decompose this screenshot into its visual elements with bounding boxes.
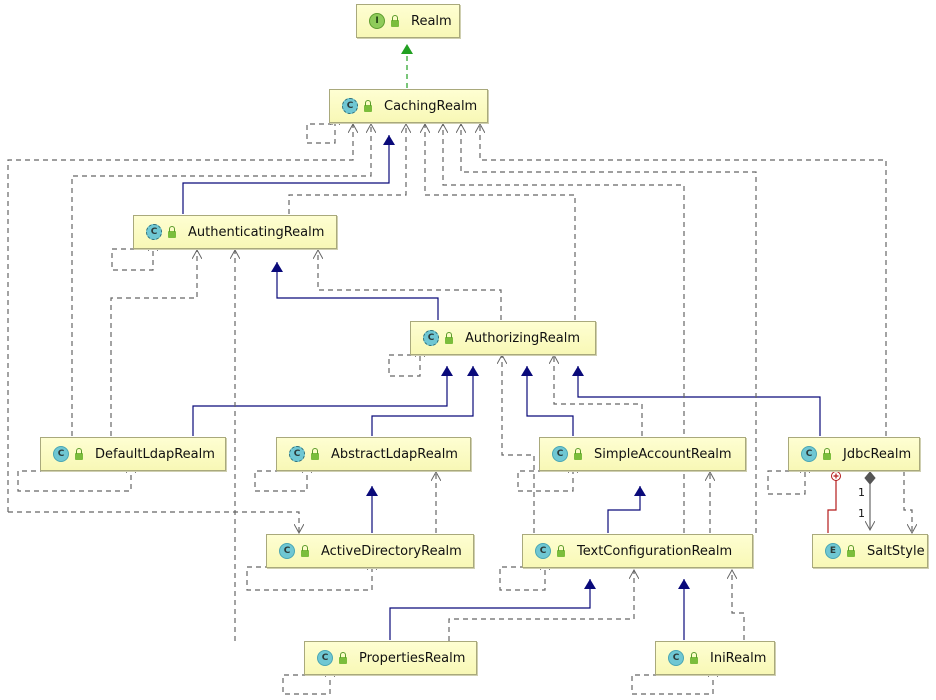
node-label: SaltStyle [867, 543, 925, 559]
composition-diamond-icon [864, 471, 876, 485]
lock-icon [391, 14, 399, 27]
dependency-edge [110, 250, 197, 436]
node-label: JdbcRealm [843, 446, 912, 462]
inheritance-edge [572, 366, 821, 436]
node-label: Realm [411, 13, 452, 29]
class-badge-icon: C [53, 446, 69, 462]
inheritance-edge [182, 135, 395, 214]
class-badge-icon: C [317, 650, 333, 666]
self-dependency-edge [306, 116, 335, 144]
node-label: AuthorizingRealm [465, 330, 580, 346]
lock-icon [364, 99, 372, 112]
class-badge-icon: C [552, 446, 568, 462]
self-dependency-edge [254, 464, 307, 492]
node-realm[interactable]: I Realm [356, 4, 460, 38]
dependency-edge [71, 124, 371, 436]
class-badge-icon: C [279, 543, 295, 559]
inheritance-edge [371, 366, 479, 436]
inheritance-edge [607, 486, 646, 533]
self-dependency-edge [767, 464, 805, 495]
dependency-edge [318, 250, 502, 320]
node-authenticating-realm[interactable]: C AuthenticatingRealm [133, 215, 337, 249]
multiplicity-label: 1 [858, 507, 865, 520]
dependency-edge [7, 124, 353, 512]
lock-icon [75, 447, 83, 460]
inheritance-edge [521, 366, 574, 436]
self-dependency-edge [17, 464, 131, 492]
node-text-configuration-realm[interactable]: C TextConfigurationRealm [522, 534, 753, 568]
self-dependency-edge [246, 561, 372, 591]
node-properties-realm[interactable]: C PropertiesRealm [304, 641, 477, 675]
dependency-edge [288, 124, 406, 214]
dependency-edge [480, 124, 887, 436]
node-abstract-ldap-realm[interactable]: C AbstractLdapRealm [276, 437, 471, 471]
dependency-edge [443, 124, 685, 533]
self-dependency-edge [517, 464, 573, 492]
dependency-edge [425, 124, 576, 320]
self-dependency-edge [499, 561, 545, 591]
interface-badge-icon: I [369, 13, 385, 29]
node-label: CachingRealm [384, 98, 478, 114]
dependency-edge [8, 511, 299, 533]
node-active-directory-realm[interactable]: C ActiveDirectoryRealm [266, 534, 474, 568]
lock-icon [301, 544, 309, 557]
inheritance-edge [192, 366, 453, 436]
lock-icon [574, 447, 582, 460]
node-authorizing-realm[interactable]: C AuthorizingRealm [410, 321, 596, 355]
dependency-edge [502, 355, 535, 533]
node-label: IniRealm [710, 650, 767, 666]
self-dependency-edge [388, 348, 420, 377]
node-salt-style[interactable]: E SaltStyle [812, 534, 928, 568]
node-label: AuthenticatingRealm [188, 224, 325, 240]
lock-icon [311, 447, 319, 460]
dependency-edge [461, 124, 757, 533]
class-badge-icon: C [535, 543, 551, 559]
dependency-edge [448, 570, 634, 641]
node-caching-realm[interactable]: C CachingRealm [329, 89, 488, 123]
node-jdbc-realm[interactable]: C JdbcRealm [788, 437, 920, 471]
dependency-edge [903, 471, 912, 533]
lock-icon [557, 544, 565, 557]
node-simple-account-realm[interactable]: C SimpleAccountRealm [539, 437, 746, 471]
abstract-class-badge-icon: C [289, 446, 305, 462]
lock-icon [445, 331, 453, 344]
node-ini-realm[interactable]: C IniRealm [655, 641, 775, 675]
lock-icon [823, 447, 831, 460]
node-default-ldap-realm[interactable]: C DefaultLdapRealm [40, 437, 226, 471]
dependency-edge [732, 570, 745, 640]
dependency-edge [554, 355, 643, 436]
enum-badge-icon: E [825, 543, 841, 559]
abstract-class-badge-icon: C [423, 330, 439, 346]
node-label: SimpleAccountRealm [594, 446, 732, 462]
multiplicity-label: 1 [858, 486, 865, 499]
lock-icon [690, 651, 698, 664]
inheritance-edge [271, 262, 439, 320]
node-label: ActiveDirectoryRealm [321, 543, 462, 559]
inheritance-edge [389, 579, 596, 640]
inner-class-edge [827, 478, 837, 533]
lock-icon [168, 225, 176, 238]
abstract-class-badge-icon: C [342, 98, 358, 114]
node-label: TextConfigurationRealm [577, 543, 733, 559]
node-label: AbstractLdapRealm [331, 446, 458, 462]
lock-icon [847, 544, 855, 557]
node-label: DefaultLdapRealm [95, 446, 215, 462]
inner-class-plus-icon [833, 473, 839, 479]
class-badge-icon: C [801, 446, 817, 462]
node-label: PropertiesRealm [359, 650, 466, 666]
self-dependency-edge [111, 242, 153, 271]
abstract-class-badge-icon: C [146, 224, 162, 240]
class-badge-icon: C [668, 650, 684, 666]
lock-icon [339, 651, 347, 664]
self-dependency-edge [631, 668, 713, 695]
